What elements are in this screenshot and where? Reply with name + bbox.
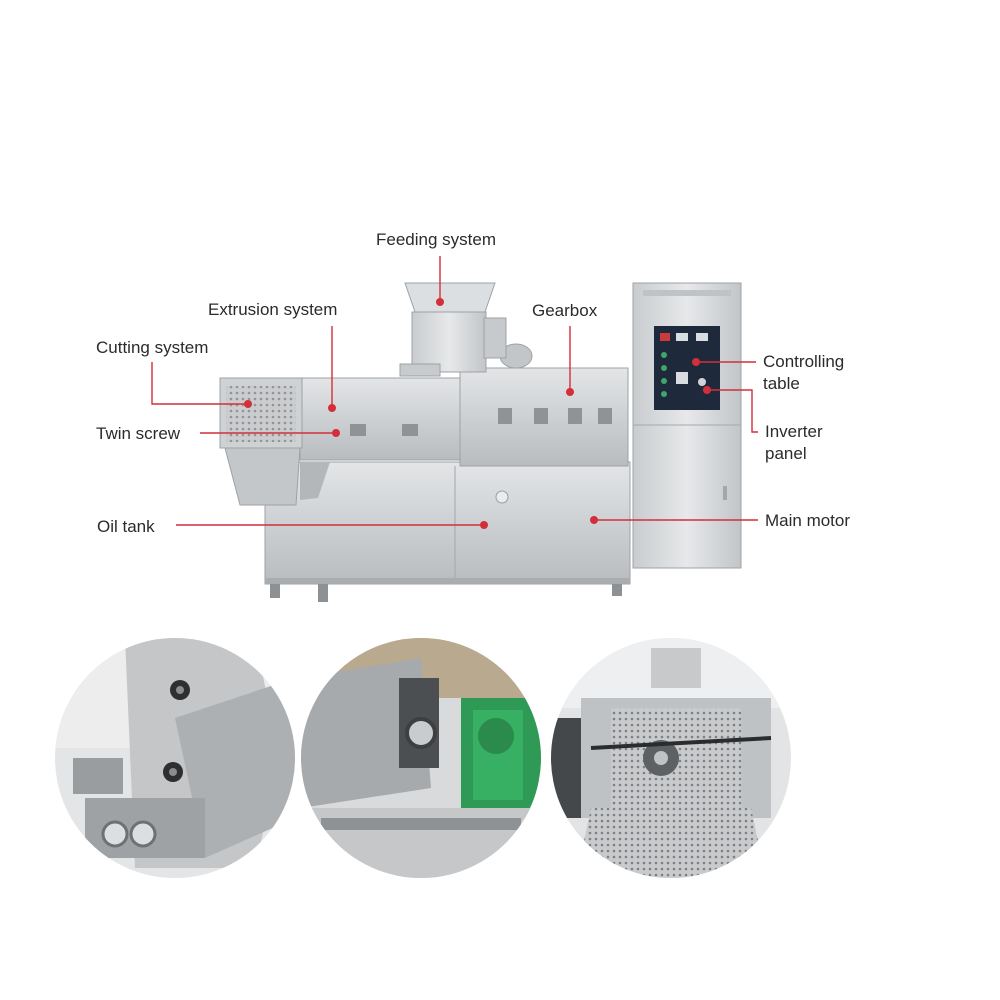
label-feeding-system: Feeding system: [376, 230, 496, 249]
feed-hopper: [404, 282, 496, 313]
photo-cutter-head-detail: [551, 638, 791, 878]
callout-line-cutting: [151, 362, 248, 405]
photo-cutting-detail: [55, 638, 295, 878]
label-twin-screw: Twin screw: [96, 424, 181, 443]
extruder-machine: [219, 282, 631, 602]
label-main-motor: Main motor: [765, 511, 851, 530]
photo-gearbox-detail: [301, 638, 541, 878]
label-controlling-table: Controlling table: [763, 352, 845, 393]
label-oil-tank: Oil tank: [97, 517, 155, 536]
label-extrusion-system: Extrusion system: [208, 300, 338, 319]
machine-base: [264, 461, 631, 585]
label-inverter-panel: Inverter panel: [765, 422, 823, 463]
callout-dots: [244, 298, 711, 529]
control-cabinet: [632, 282, 742, 569]
label-gearbox: Gearbox: [532, 301, 598, 320]
barrel-housing: [299, 377, 461, 461]
callouts: [151, 256, 758, 526]
label-cutting-system: Cutting system: [96, 338, 209, 357]
callout-line-inverter: [707, 389, 758, 433]
